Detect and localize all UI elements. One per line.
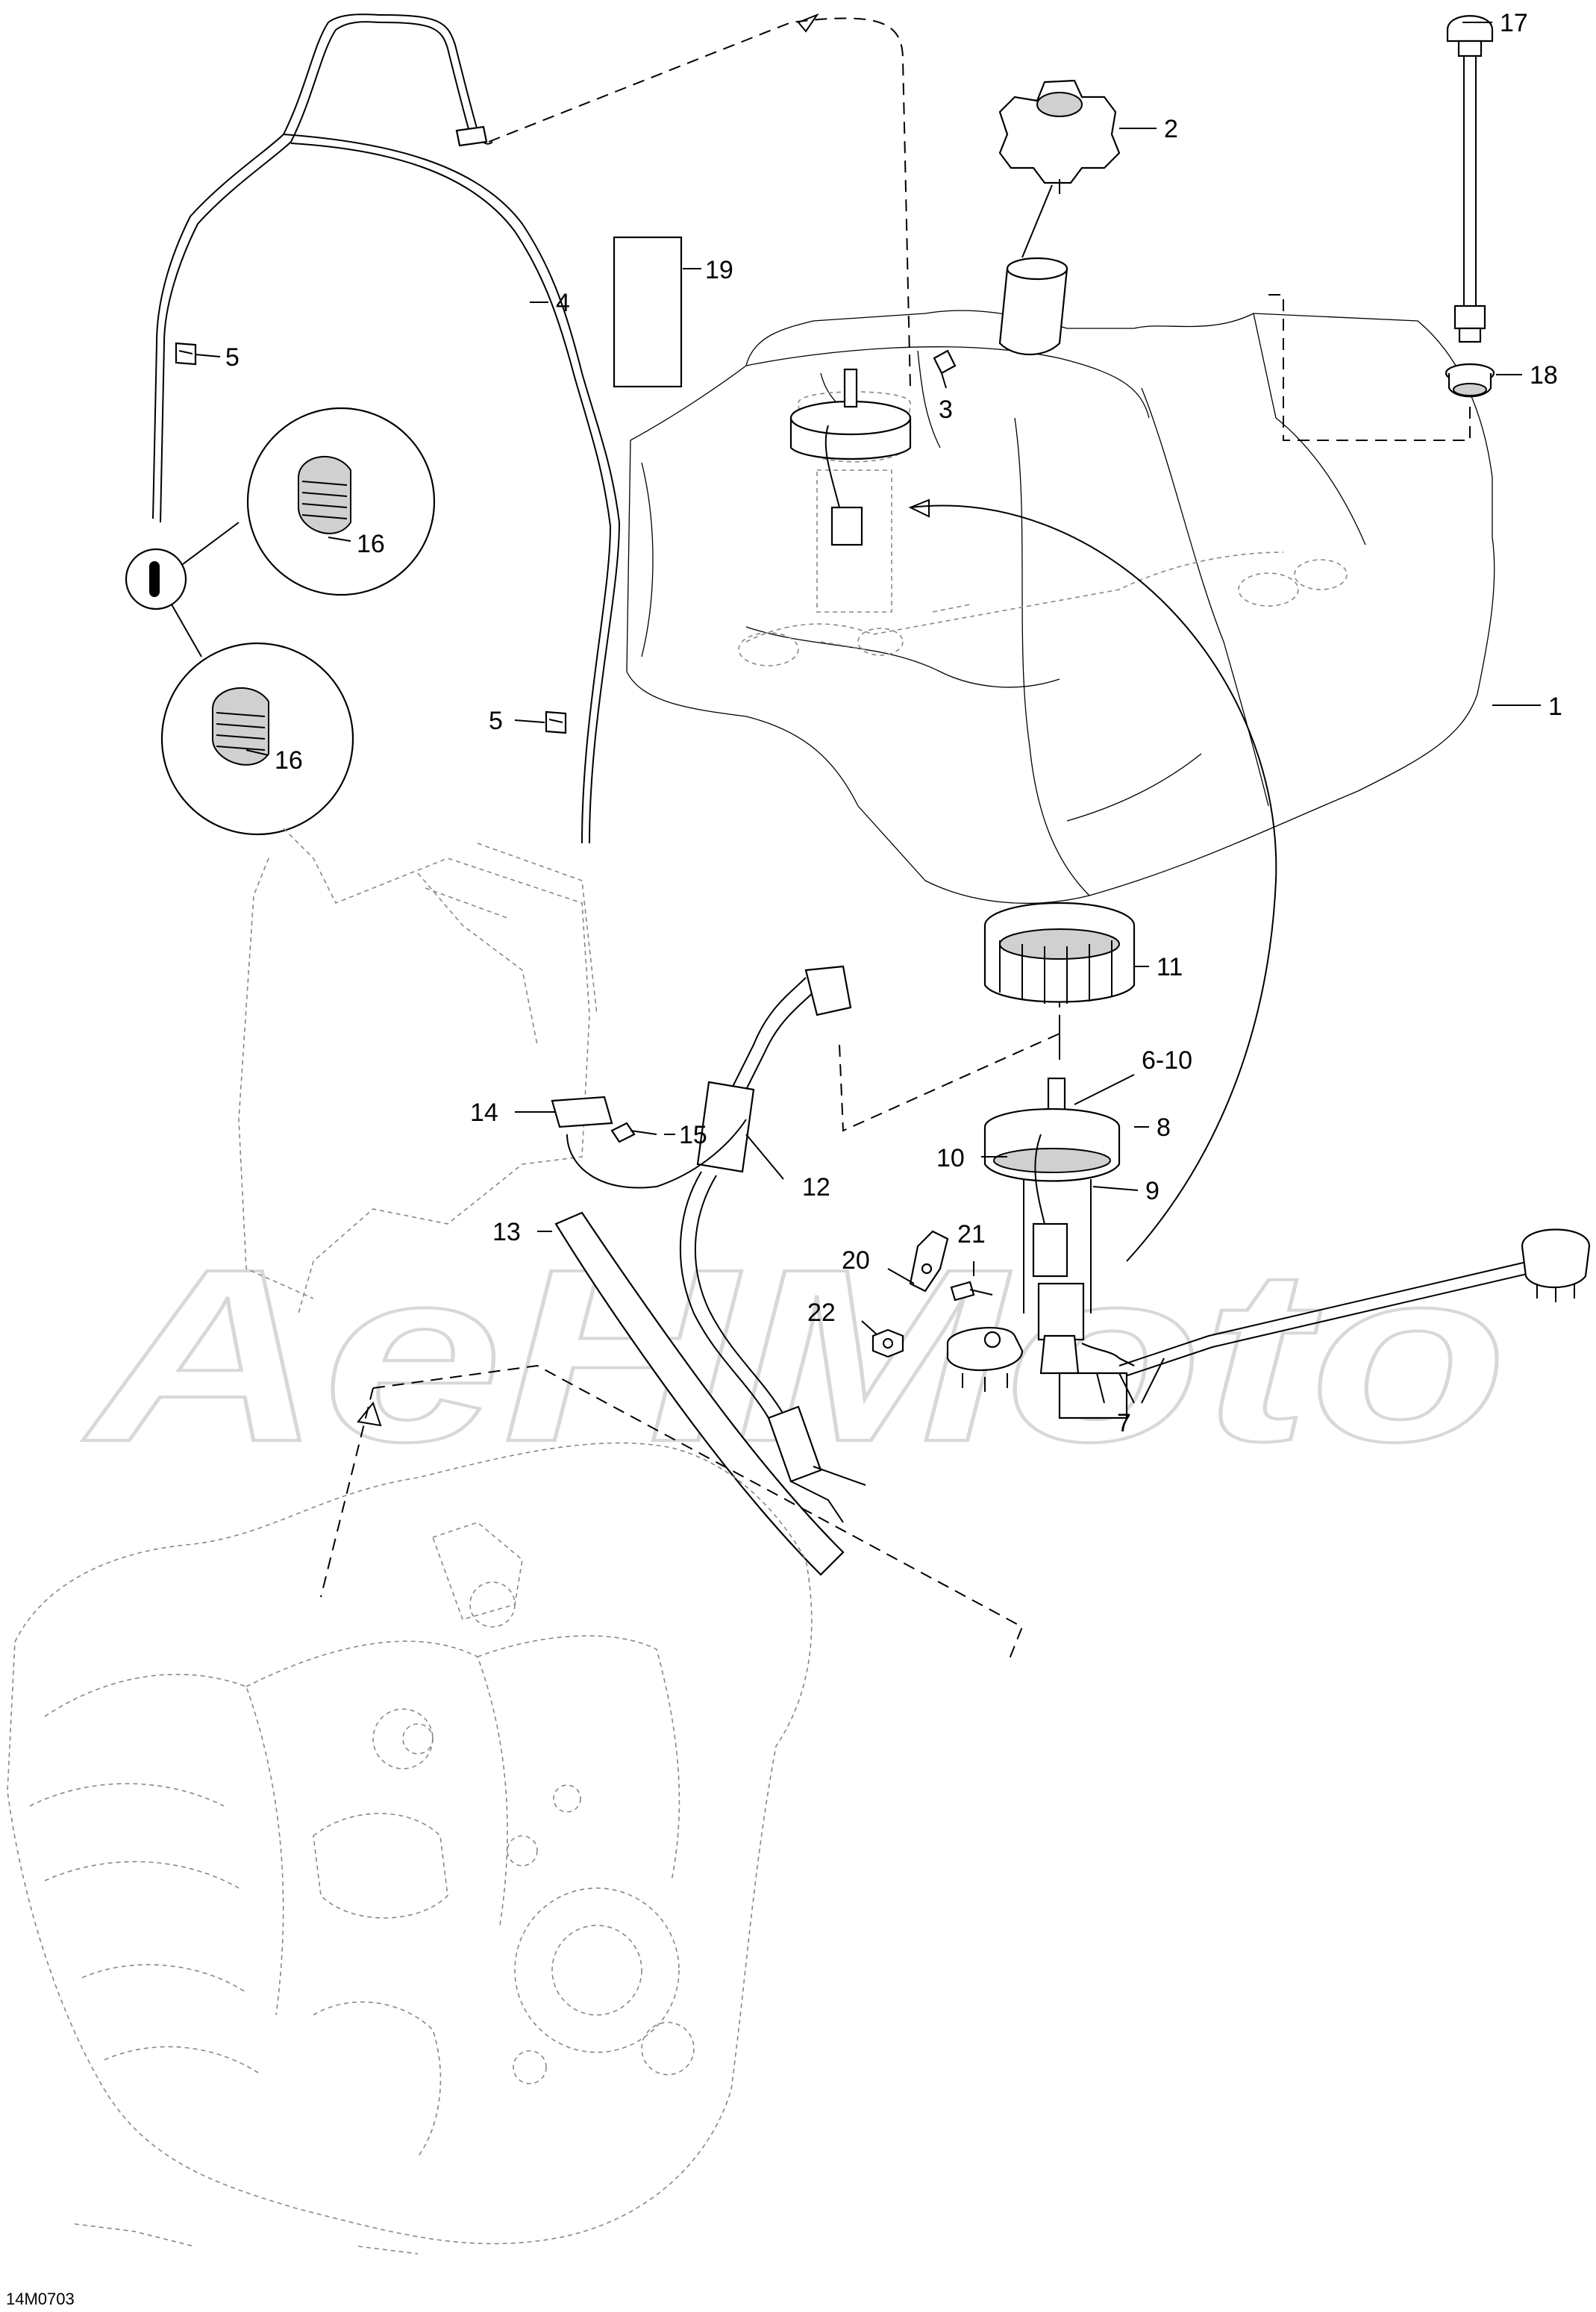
- fuel-tank: [626, 257, 1495, 905]
- callout-19: 19: [705, 256, 733, 284]
- callout-5-lower: 5: [489, 707, 503, 735]
- warning-label: [613, 236, 683, 388]
- clip-nut: [871, 1328, 904, 1358]
- callout-15: 15: [679, 1121, 707, 1149]
- callout-8: 8: [1157, 1113, 1171, 1142]
- callout-3: 3: [939, 396, 953, 424]
- callout-5-upper: 5: [225, 343, 240, 372]
- callout-6-10: 6-10: [1142, 1046, 1192, 1075]
- lock-ring: [983, 902, 1136, 1060]
- drawing-code: 14M0703: [6, 2290, 75, 2308]
- fuel-level-rod: [1446, 15, 1494, 343]
- callout-17: 17: [1500, 9, 1528, 37]
- callout-12: 12: [802, 1173, 830, 1202]
- grommet: [1445, 363, 1495, 398]
- bracket-screw: [610, 1122, 657, 1143]
- retaining-clip: [909, 1230, 949, 1293]
- callout-11: 11: [1157, 953, 1183, 981]
- callout-16-upper: 16: [357, 530, 385, 558]
- routing-arc: [910, 504, 1277, 1262]
- callout-7: 7: [1117, 1409, 1131, 1437]
- callout-18: 18: [1530, 361, 1558, 390]
- fuel-pump-module: [946, 1077, 1591, 1419]
- callout-4: 4: [556, 289, 570, 317]
- clip-screw: [950, 1281, 993, 1302]
- callout-13: 13: [492, 1218, 521, 1246]
- callout-21: 21: [957, 1220, 986, 1249]
- frame-outline: [238, 828, 598, 1314]
- callout-14: 14: [470, 1099, 498, 1127]
- callout-2: 2: [1164, 115, 1178, 143]
- leader-lines: [195, 22, 1541, 1404]
- hose-bracket: [551, 1096, 747, 1189]
- filter-leader: [839, 1000, 1060, 1132]
- callout-labels: 1 2 3 4 5 5 6-10 7 8 9 10 11 12 13 14 15…: [225, 9, 1562, 1437]
- callout-9: 9: [1145, 1177, 1160, 1205]
- hose-clip-upper: [175, 342, 197, 366]
- callout-1: 1: [1548, 693, 1562, 721]
- fuel-cap: [998, 79, 1121, 258]
- callout-16-lower: 16: [275, 746, 303, 775]
- engine: [7, 1364, 1024, 2255]
- fuel-filter-hose: [679, 965, 866, 1523]
- hose-leader: [488, 17, 911, 389]
- return-hose: [554, 1211, 845, 1576]
- hose-clip-lower: [545, 710, 567, 734]
- rod-leader: [1261, 294, 1471, 441]
- callout-20: 20: [842, 1246, 870, 1275]
- callout-22: 22: [807, 1299, 836, 1327]
- callout-10: 10: [936, 1144, 965, 1172]
- vent-hose: [152, 13, 621, 844]
- clamp-group: [125, 407, 436, 836]
